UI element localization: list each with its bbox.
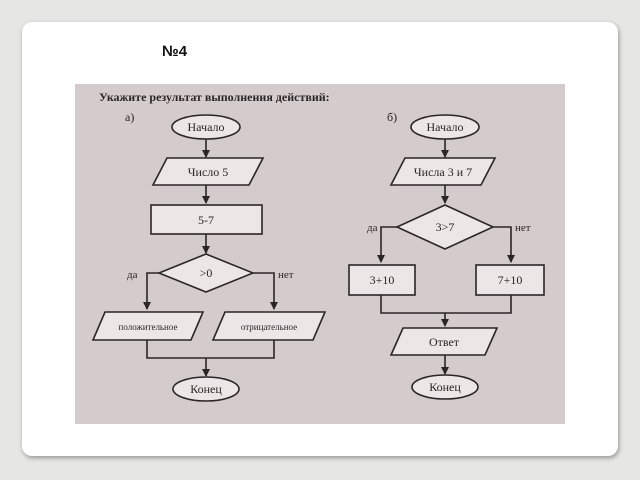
a-label: а) bbox=[125, 110, 134, 124]
b-output-text: Ответ bbox=[429, 335, 460, 349]
b-end-terminator bbox=[411, 374, 479, 400]
b-yes-label: да bbox=[367, 222, 378, 234]
a-no-label: нет bbox=[278, 269, 294, 281]
flowchart-a bbox=[91, 114, 327, 402]
b-process-no-text: 7+10 bbox=[498, 273, 523, 287]
b-label: б) bbox=[387, 110, 397, 124]
a-end-text: Конец bbox=[190, 382, 222, 396]
b-condition-diamond bbox=[395, 204, 495, 250]
b-start-text: Начало bbox=[427, 120, 464, 134]
b-end-text: Конец bbox=[429, 380, 461, 394]
b-process-yes-box bbox=[348, 264, 416, 296]
a-input-text: Число 5 bbox=[188, 165, 229, 179]
b-condition-text: 3>7 bbox=[436, 220, 455, 234]
flowchart-b bbox=[348, 114, 545, 400]
a-start-text: Начало bbox=[188, 120, 225, 134]
b-process-no-box bbox=[475, 264, 545, 296]
a-condition-diamond bbox=[156, 253, 256, 293]
a-output-no-parallelogram bbox=[211, 311, 327, 341]
a-input-parallelogram bbox=[151, 157, 265, 186]
a-yes-label: да bbox=[127, 269, 138, 281]
a-process-text: 5-7 bbox=[198, 213, 214, 227]
a-process-box bbox=[150, 204, 263, 235]
b-process-yes-text: 3+10 bbox=[370, 273, 395, 287]
a-condition-text: >0 bbox=[200, 266, 213, 280]
a-output-no-text: отрицательное bbox=[241, 322, 297, 332]
instruction-text: Укажите результат выполнения действий: bbox=[99, 90, 330, 104]
scanned-flowchart-image: Укажите результат выполнения действий: а… bbox=[75, 84, 565, 424]
scan-background bbox=[75, 84, 565, 424]
b-input-parallelogram bbox=[389, 157, 497, 186]
slide-number: №4 bbox=[162, 43, 188, 60]
b-no-label: нет bbox=[515, 222, 531, 234]
a-end-terminator bbox=[172, 376, 240, 402]
b-input-text: Числа 3 и 7 bbox=[414, 165, 472, 179]
b-output-parallelogram bbox=[389, 327, 499, 356]
a-output-yes-text: положительное bbox=[119, 322, 178, 332]
a-output-yes-parallelogram bbox=[91, 311, 205, 341]
